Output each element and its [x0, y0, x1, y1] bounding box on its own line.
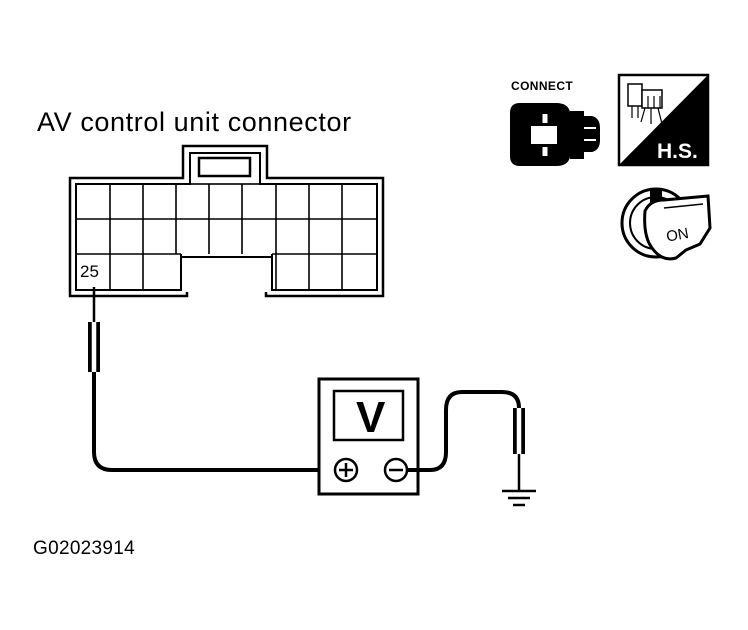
- av-control-unit-connector: [68, 144, 385, 298]
- negative-terminal-icon: [383, 457, 409, 483]
- figure-code: G02023914: [33, 538, 135, 559]
- connector-latch: [197, 156, 252, 178]
- harness-side-label: H.S.: [657, 140, 698, 163]
- ignition-key-on-icon: ON: [620, 187, 712, 261]
- connector-connected-icon: CONNECT: [510, 79, 600, 166]
- negative-test-lead: [407, 390, 525, 491]
- positive-terminal-icon: [333, 457, 359, 483]
- pin-25-label: 25: [80, 262, 99, 281]
- ignition-on-label: ON: [665, 225, 690, 246]
- voltmeter: V: [317, 377, 420, 496]
- harness-side-icon: H.S.: [617, 73, 710, 167]
- positive-test-lead: [88, 287, 332, 472]
- connect-label: CONNECT: [511, 79, 573, 93]
- voltmeter-display: V: [356, 393, 386, 442]
- connector-title: AV control unit connector: [37, 107, 352, 137]
- ground-icon: [502, 489, 536, 507]
